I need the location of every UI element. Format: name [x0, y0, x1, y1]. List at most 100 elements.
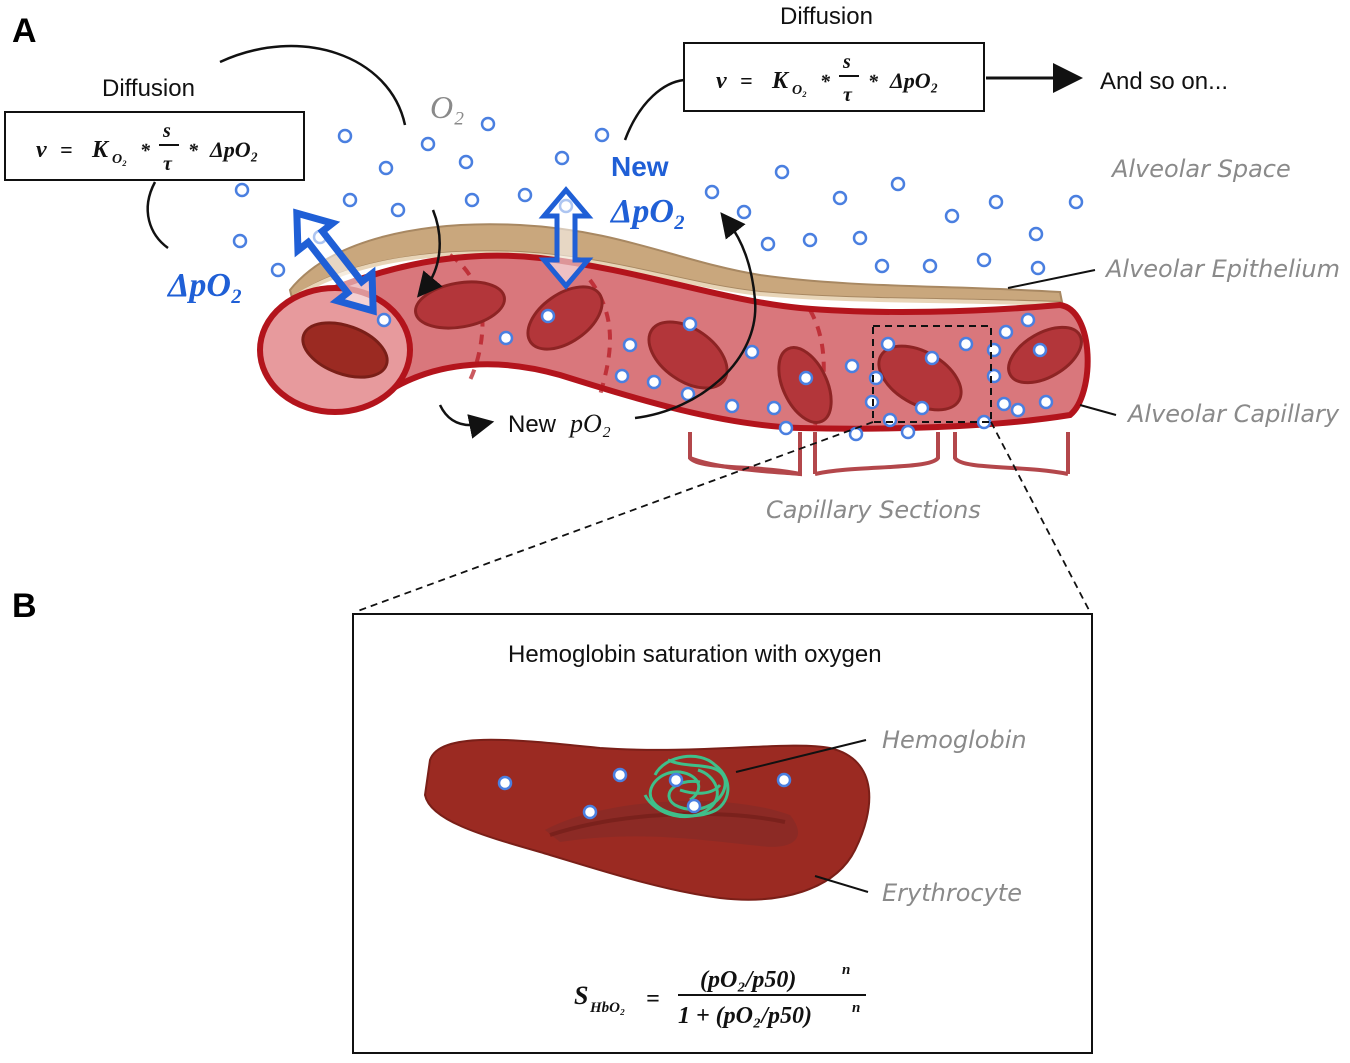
svg-text:ν: ν [716, 68, 727, 94]
svg-text:K: K [91, 137, 110, 163]
capillary-section-brackets [688, 432, 1070, 477]
svg-text:*: * [820, 71, 831, 93]
oxygen-molecule [882, 412, 898, 428]
svg-text:*: * [140, 140, 151, 162]
svg-text:O₂: O₂ [112, 152, 127, 167]
left-diffusion-label: Diffusion [102, 75, 195, 102]
oxygen-molecule [724, 398, 740, 414]
oxygen-molecule [420, 136, 436, 152]
oxygen-molecule [390, 202, 406, 218]
svg-text:ΔpO₂: ΔpO₂ [889, 68, 938, 93]
oxygen-molecule [376, 312, 392, 328]
hemoglobin-label: Hemoglobin [882, 726, 1027, 754]
oxygen-molecule [958, 336, 974, 352]
leader-line [814, 875, 869, 893]
oxygen-molecule [612, 767, 628, 783]
svg-text:ν: ν [36, 137, 47, 163]
oxygen-molecule [342, 192, 358, 208]
oxygen-molecule [497, 775, 513, 791]
oxygen-molecule [880, 336, 896, 352]
oxygen-molecule [1038, 394, 1054, 410]
oxygen-molecule [996, 396, 1012, 412]
oxygen-molecule [852, 230, 868, 246]
oxygen-molecule [776, 772, 792, 788]
hemoglobin-protein [643, 754, 730, 819]
connector-curve [219, 44, 407, 126]
oxygen-molecule [868, 370, 884, 386]
oxygen-molecule [914, 400, 930, 416]
svg-text:=: = [740, 68, 753, 93]
alveolar-space-label: Alveolar Space [1110, 155, 1291, 183]
right-diffusion-label: Diffusion [780, 3, 873, 30]
oxygen-molecule [270, 262, 286, 278]
new-po2-value: pO₂ [568, 409, 611, 438]
oxygen-molecule [554, 150, 570, 166]
oxygen-molecule [976, 252, 992, 268]
oxygen-molecule [540, 308, 556, 324]
right-diffusion-arrow [538, 186, 594, 290]
svg-text:*: * [868, 71, 879, 93]
oxygen-molecule [998, 324, 1014, 340]
oxygen-molecule [704, 184, 720, 200]
svg-text:HbO₂: HbO₂ [589, 1000, 625, 1016]
saturation-equation: S HbO₂ = (pO₂/p50) n 1 + (pO₂/p50) n [574, 962, 866, 1029]
left-diffusion-equation: ν = K O₂ * s τ * ΔpO₂ [36, 120, 258, 175]
epithelium-highlight [294, 251, 1061, 306]
right-diffusion-equation: ν = K O₂ * s τ * ΔpO₂ [716, 51, 938, 106]
oxygen-molecule [582, 804, 598, 820]
oxygen-molecule [517, 187, 533, 203]
connector-curve [623, 78, 685, 141]
oxygen-molecule [874, 258, 890, 274]
zoom-guide-right [990, 421, 1091, 613]
leader-line [1007, 269, 1096, 289]
svg-text:S: S [574, 981, 588, 1010]
oxygen-molecule [744, 344, 760, 360]
oxygen-molecule [682, 316, 698, 332]
oxygen-molecule [766, 400, 782, 416]
oxygen-molecule [614, 368, 630, 384]
new-po2-arrow [634, 212, 757, 420]
oxygen-label: O₂ [430, 89, 464, 125]
oxygen-molecule [458, 154, 474, 170]
svg-text:s: s [162, 120, 171, 142]
alveolar-epithelium-label: Alveolar Epithelium [1104, 255, 1340, 283]
oxygen-molecule [832, 190, 848, 206]
oxygen-molecule [986, 342, 1002, 358]
panel-label-a: A [12, 12, 37, 50]
oxygen-molecule [234, 182, 250, 198]
svg-text:τ: τ [843, 84, 853, 106]
connector-curve [146, 181, 169, 250]
oxygen-molecule [802, 232, 818, 248]
zoom-guide-left [354, 421, 874, 613]
oxygen-uptake-arrow [417, 209, 443, 298]
alveolar-capillary-label: Alveolar Capillary [1126, 400, 1340, 428]
new-label: New [611, 151, 669, 182]
erythrocyte-groove [545, 800, 799, 847]
oxygen-molecule [686, 798, 702, 814]
oxygen-molecule [232, 233, 248, 249]
oxygen-molecule [988, 194, 1004, 210]
panel-label-b: B [12, 587, 37, 625]
svg-text:1 + (pO₂/p50): 1 + (pO₂/p50) [678, 1003, 812, 1029]
section-divider [588, 278, 612, 396]
oxygen-molecule [464, 192, 480, 208]
oxygen-molecule [848, 426, 864, 442]
oxygen-molecule [778, 420, 794, 436]
leader-line [1079, 404, 1117, 416]
oxygen-molecule [736, 204, 752, 220]
section-divider [808, 309, 826, 426]
erythrocyte-label: Erythrocyte [882, 879, 1022, 907]
oxygen-molecule [760, 236, 776, 252]
capillary-sections-label: Capillary Sections [766, 496, 981, 524]
svg-text:=: = [60, 137, 73, 162]
oxygen-molecule [890, 176, 906, 192]
new-delta-po2-label: ΔpO₂ [609, 193, 686, 230]
oxygen-molecule [622, 337, 638, 353]
oxygen-molecule [944, 208, 960, 224]
oxygen-molecule [900, 424, 916, 440]
oxygen-molecule [1032, 342, 1048, 358]
svg-text:=: = [646, 986, 660, 1012]
oxygen-molecule [668, 772, 684, 788]
